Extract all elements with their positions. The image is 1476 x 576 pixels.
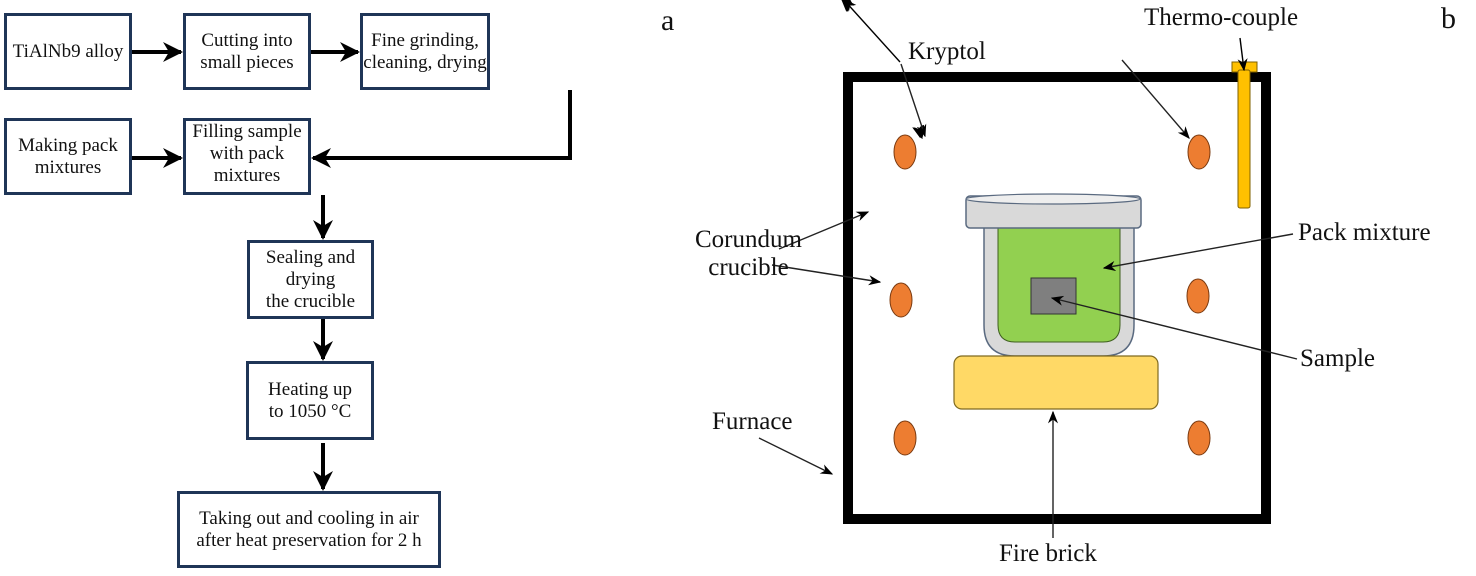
kryptol-element	[889, 282, 913, 318]
step-heating: Heating up to 1050 °C	[246, 361, 374, 440]
label-kryptol: Kryptol	[908, 38, 986, 65]
leader-kryptol-left	[843, 0, 901, 63]
leader-corundum-body	[771, 264, 882, 286]
label-pack-mixture: Pack mixture	[1298, 219, 1431, 246]
kryptol-element	[1187, 134, 1211, 170]
thermocouple-rod	[1237, 69, 1251, 209]
fire-brick	[953, 355, 1159, 410]
step-sealing: Sealing and drying the crucible	[247, 240, 374, 319]
panel-a-label: a	[661, 4, 675, 37]
label-thermocouple: Thermo-couple	[1144, 4, 1299, 31]
label-furnace: Furnace	[712, 408, 793, 435]
leader-kryptol-to-left-kryptol	[900, 63, 927, 138]
step-cooling: Taking out and cooling in air after heat…	[177, 491, 441, 568]
sample	[1030, 277, 1077, 315]
step-grinding: Fine grinding, cleaning, drying	[360, 13, 490, 90]
kryptol-element	[1187, 420, 1211, 456]
label-corundum-crucible: Corundum crucible	[695, 226, 802, 281]
step-filling: Filling sample with pack mixtures	[183, 118, 311, 195]
leader-corundum-lid	[778, 211, 870, 250]
leader-kryptol-to-right-kryptol	[1121, 59, 1190, 139]
kryptol-element	[893, 420, 917, 456]
step-alloy: TiAlNb9 alloy	[4, 13, 132, 90]
leader-pack-mixture	[1102, 233, 1294, 271]
step-cutting: Cutting into small pieces	[183, 13, 311, 90]
leader-kryptol-to-left-element	[844, 0, 857, 12]
label-sample: Sample	[1300, 345, 1375, 372]
crucible-lid-top	[965, 193, 1141, 205]
kryptol-element	[893, 134, 917, 170]
flow-arrow	[311, 90, 572, 168]
panel-b-label: b	[1441, 2, 1456, 35]
label-fire-brick: Fire brick	[999, 540, 1097, 567]
leader-furnace	[758, 437, 834, 475]
step-pack-mixtures: Making pack mixtures	[4, 118, 132, 195]
leader-sample	[1050, 295, 1298, 360]
leader-thermocouple	[1237, 37, 1248, 72]
kryptol-element	[1186, 278, 1210, 314]
